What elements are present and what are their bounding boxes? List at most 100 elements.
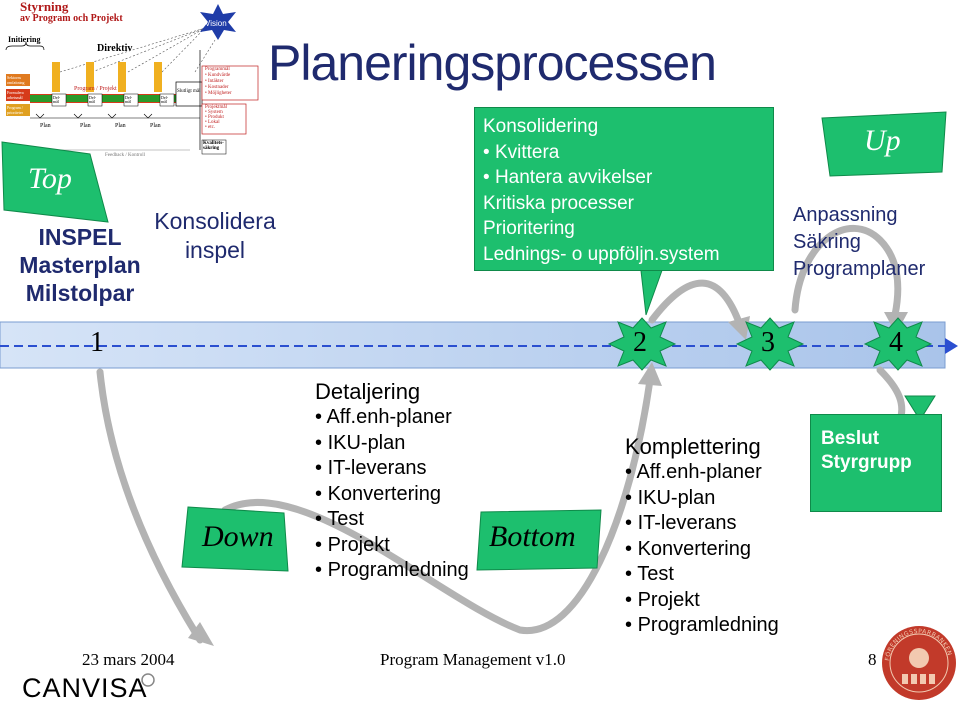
komplettering-bullet: Programledning (625, 613, 779, 639)
thumb-delmal-4: Del-mål (161, 95, 169, 104)
komplettering-bullet: Aff.enh-planer (625, 460, 779, 486)
up-line-anpassning: Anpassning (793, 204, 898, 226)
arrow-1-down-head (188, 622, 214, 646)
bottom-label: Bottom (489, 520, 576, 553)
konsolidera-line-2: inspel (184, 237, 246, 263)
konsolidering-line: Prioritering (483, 218, 575, 239)
arrow-2-3 (648, 279, 744, 329)
up-shape (821, 111, 947, 177)
konsolidering-bullet: Hantera avvikelser (483, 165, 765, 191)
bottom-shape (476, 509, 602, 571)
marker-3-star (735, 317, 805, 371)
thumb-left-label-2: Formulera arbetsmål (7, 90, 24, 100)
thumb-direktiv: Direktiv (97, 43, 133, 54)
thumb-diagram (5, 4, 259, 155)
thumb-plan-4: Plan (150, 123, 161, 129)
arrow-up-arc (791, 225, 902, 319)
thumb-feedback: Feedback / Kontroll (105, 153, 145, 158)
komplettering-bullet: Projekt (625, 588, 779, 614)
marker-2: 2 (633, 327, 647, 358)
marker-4-star (863, 317, 933, 371)
footer-date: 23 mars 2004 (82, 650, 175, 669)
thumb-plan-3: Plan (115, 123, 126, 129)
thumb-title-line1: Styrning (20, 0, 69, 14)
detaljering-bullet: IKU-plan (315, 431, 469, 457)
konsolidering-heading: Konsolidering (483, 116, 599, 137)
thumb-projektmal-3: • Lokal (205, 120, 220, 125)
konsolidering-line: Kritiska processer (483, 192, 634, 214)
thumb-kvalitet: Kvalitets-säkring (203, 141, 224, 151)
komplettering-bullet: IT-leverans (625, 511, 779, 537)
up-label: Up (864, 124, 901, 157)
arrow-2-3-head (728, 316, 750, 340)
detaljering-bullet: Programledning (315, 558, 469, 584)
komplettering-bullet: Konvertering (625, 537, 779, 563)
beslut-line-2: Styrgrupp (821, 452, 912, 473)
komplettering-heading: Komplettering (625, 434, 761, 459)
konsolidering-line: Lednings- o uppföljn.system (483, 243, 720, 265)
arrow-1-down (96, 368, 204, 644)
komplettering-bullets: Aff.enh-planer IKU-plan IT-leverans Konv… (625, 460, 779, 639)
thumb-programmal-2: • Intäkter (205, 79, 224, 84)
thumb-title: Styrning av Program och Projekt (20, 0, 123, 25)
konsolidering-box: Konsolidering Kvittera Hantera avvikelse… (474, 107, 774, 271)
down-label: Down (202, 520, 274, 553)
thumb-program-projekt: Program / Projekt (74, 86, 117, 92)
thumb-projektmal: Projektmål • System • Produkt • Lokal • … (205, 105, 227, 130)
detaljering-bullet: Aff.enh-planer (315, 405, 469, 431)
thumb-slutligt-mal: Slutligt mål (177, 89, 201, 94)
canvisa-logo-mark (141, 673, 155, 687)
thumb-projektmal-2: • Produkt (205, 115, 224, 120)
arrow-down-bottom (221, 376, 654, 635)
thumb-initiering: Initiering (8, 35, 41, 44)
detaljering-heading: Detaljering (315, 379, 421, 404)
detaljering-bullet: Test (315, 507, 469, 533)
thumb-projektmal-0: Projektmål (205, 105, 227, 110)
thumb-delmal-1: Del-mål (53, 95, 61, 104)
top-label: Top (28, 162, 72, 195)
thumb-left-label-3: Program / prioriteter (7, 105, 23, 115)
thumb-projektmal-1: • System (205, 110, 223, 115)
top-line-inspel: INSPEL (38, 224, 122, 250)
konsolidera-inspel: Konsolidera inspel (140, 207, 290, 265)
top-shape (1, 141, 109, 223)
komplettering-bullet: IKU-plan (625, 486, 779, 512)
footer-center: Program Management v1.0 (380, 650, 566, 669)
foreningssparbanken-seal-icon: FÖRENINGSSPARBANKEN (882, 626, 956, 700)
detaljering-bullet: Konvertering (315, 482, 469, 508)
top-lines: INSPEL Masterplan Milstolpar (0, 223, 160, 307)
konsolidera-line-1: Konsolidera (154, 208, 276, 234)
marker-1: 1 (90, 327, 104, 358)
marker-3: 3 (761, 327, 775, 358)
detaljering-bullet: IT-leverans (315, 456, 469, 482)
thumb-programmal-3: • Kostnader (205, 85, 229, 90)
marker-2-star (607, 317, 677, 371)
detaljering-bullet: Projekt (315, 533, 469, 559)
arrow-bottom-head (638, 362, 662, 386)
komplettering-block: Komplettering Aff.enh-planer IKU-plan IT… (625, 433, 779, 639)
arrow-4-beslut (876, 366, 906, 424)
komplettering-bullet: Test (625, 562, 779, 588)
canvisa-logo: CANVISA (22, 673, 148, 703)
thumb-programmal-4: • Möjligheter (205, 91, 232, 96)
thumb-programmal-1: • Kundvärde (205, 73, 231, 78)
thumb-plan-1: Plan (40, 123, 51, 129)
detaljering-bullets: Aff.enh-planer IKU-plan IT-leverans Konv… (315, 405, 469, 584)
page-title: Planeringsprocessen (268, 35, 717, 91)
up-lines: Anpassning Säkring Programplaner (793, 202, 925, 283)
thumb-title-line2: av Program och Projekt (20, 13, 123, 24)
beslut-line-1: Beslut (821, 428, 880, 449)
timeline-arrowhead (945, 338, 958, 354)
beslut-box: Beslut Styrgrupp (810, 414, 942, 512)
footer-page-number: 8 (868, 650, 877, 669)
beslut-pointer (904, 395, 936, 421)
thumb-vision: Vision (205, 19, 227, 28)
top-line-milstolpar: Milstolpar (25, 280, 135, 306)
marker-4: 4 (889, 327, 903, 358)
top-line-masterplan: Masterplan (19, 252, 141, 278)
up-line-programplaner: Programplaner (793, 258, 926, 280)
up-line-sakring: Säkring (793, 231, 861, 253)
thumb-programmal: Programmål • Kundvärde • Intäkter • Kost… (205, 67, 232, 97)
thumb-projektmal-4: • etc. (205, 125, 216, 130)
